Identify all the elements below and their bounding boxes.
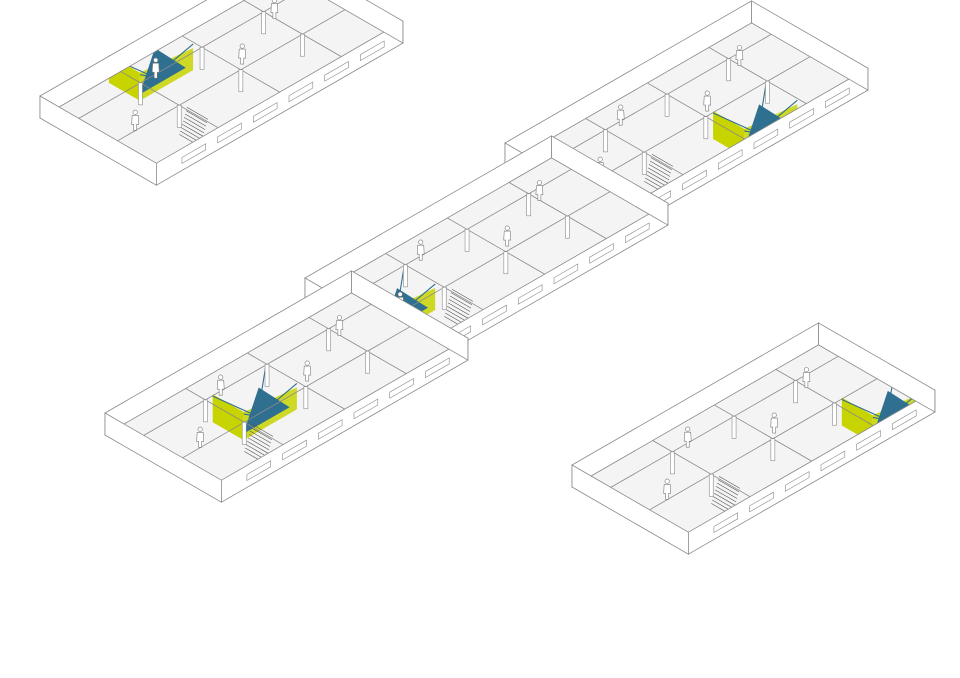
person-figure-icon: [535, 180, 544, 201]
window: [282, 439, 307, 461]
column: [726, 58, 731, 82]
window: [181, 143, 206, 165]
column: [503, 251, 509, 275]
column: [176, 104, 182, 128]
person-figure-icon: [216, 374, 225, 396]
column: [238, 69, 244, 93]
right-wall: [551, 135, 669, 226]
right-wall: [818, 322, 936, 413]
window: [425, 357, 450, 379]
column: [765, 80, 770, 104]
column: [641, 151, 647, 175]
window: [253, 102, 278, 123]
column: [138, 82, 143, 106]
person-figure-icon: [616, 104, 625, 126]
column: [300, 33, 305, 57]
window: [317, 419, 343, 440]
column: [603, 129, 608, 153]
column: [441, 286, 447, 310]
window: [324, 60, 349, 82]
window: [360, 40, 385, 62]
person-figure-icon: [683, 426, 692, 448]
window: [217, 122, 242, 144]
window: [553, 263, 579, 285]
window: [753, 128, 779, 150]
person-figure-icon: [335, 315, 344, 336]
window: [625, 222, 650, 244]
column: [708, 473, 714, 497]
window: [389, 377, 414, 399]
person-figure-icon: [151, 57, 160, 79]
column: [664, 94, 670, 117]
person-figure-icon: [703, 90, 712, 112]
column: [565, 215, 570, 239]
staircase-icon: [244, 423, 274, 464]
column: [326, 328, 331, 352]
window: [825, 87, 850, 109]
window: [246, 460, 272, 482]
column: [303, 386, 309, 410]
person-figure-icon: [735, 45, 744, 66]
person-figure-icon: [503, 225, 512, 247]
window: [717, 149, 743, 170]
plan-1: [39, 0, 404, 186]
column: [770, 438, 776, 462]
column: [526, 193, 531, 217]
window: [589, 242, 614, 264]
floor-slab: [39, 0, 404, 186]
right-wall: [751, 0, 869, 91]
window: [789, 107, 814, 129]
column: [832, 402, 837, 426]
right-wall: [351, 270, 469, 361]
column: [403, 264, 408, 288]
column: [203, 399, 208, 423]
column: [464, 229, 470, 252]
person-figure-icon: [131, 109, 139, 131]
window: [820, 450, 846, 472]
plan-5: [571, 322, 936, 555]
column: [264, 364, 270, 387]
person-figure-icon: [238, 43, 247, 65]
column: [731, 416, 737, 439]
window: [482, 304, 507, 326]
person-figure-icon: [416, 239, 425, 261]
column: [199, 47, 205, 70]
person-figure-icon: [196, 426, 204, 448]
person-figure-icon: [770, 412, 779, 434]
window: [749, 491, 774, 513]
column: [793, 380, 798, 404]
column: [261, 11, 266, 35]
column: [365, 350, 370, 374]
window: [288, 81, 314, 103]
staircase-icon: [444, 288, 474, 329]
plan-4: [104, 270, 469, 503]
window: [856, 429, 881, 451]
window: [784, 471, 810, 492]
window: [682, 169, 707, 191]
column: [670, 451, 675, 475]
person-figure-icon: [270, 0, 279, 19]
person-figure-icon: [663, 478, 671, 500]
window: [353, 398, 379, 420]
staircase-icon: [711, 475, 741, 516]
column: [703, 116, 709, 140]
column: [241, 421, 247, 445]
person-figure-icon: [802, 367, 811, 388]
window: [517, 284, 543, 305]
window: [892, 409, 917, 431]
person-figure-icon: [303, 360, 312, 382]
window: [713, 512, 739, 534]
right-wall: [327, 0, 404, 44]
